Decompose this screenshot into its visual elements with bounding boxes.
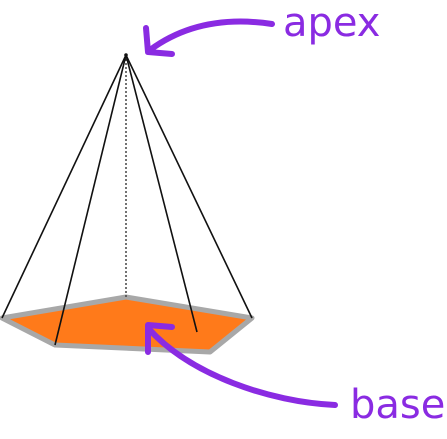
apex-label: apex	[283, 0, 380, 46]
pyramid-base	[0, 294, 255, 355]
lateral-edge-front-right	[125, 54, 198, 333]
apex-arrow-icon	[143, 18, 275, 57]
lateral-edge-right	[125, 54, 253, 319]
lateral-edges	[1, 54, 253, 346]
base-arrow-icon	[145, 322, 338, 408]
apex-point	[124, 53, 128, 57]
base-label: base	[350, 382, 445, 428]
lateral-edge-front-left	[54, 54, 127, 346]
lateral-edge-left	[1, 54, 127, 319]
